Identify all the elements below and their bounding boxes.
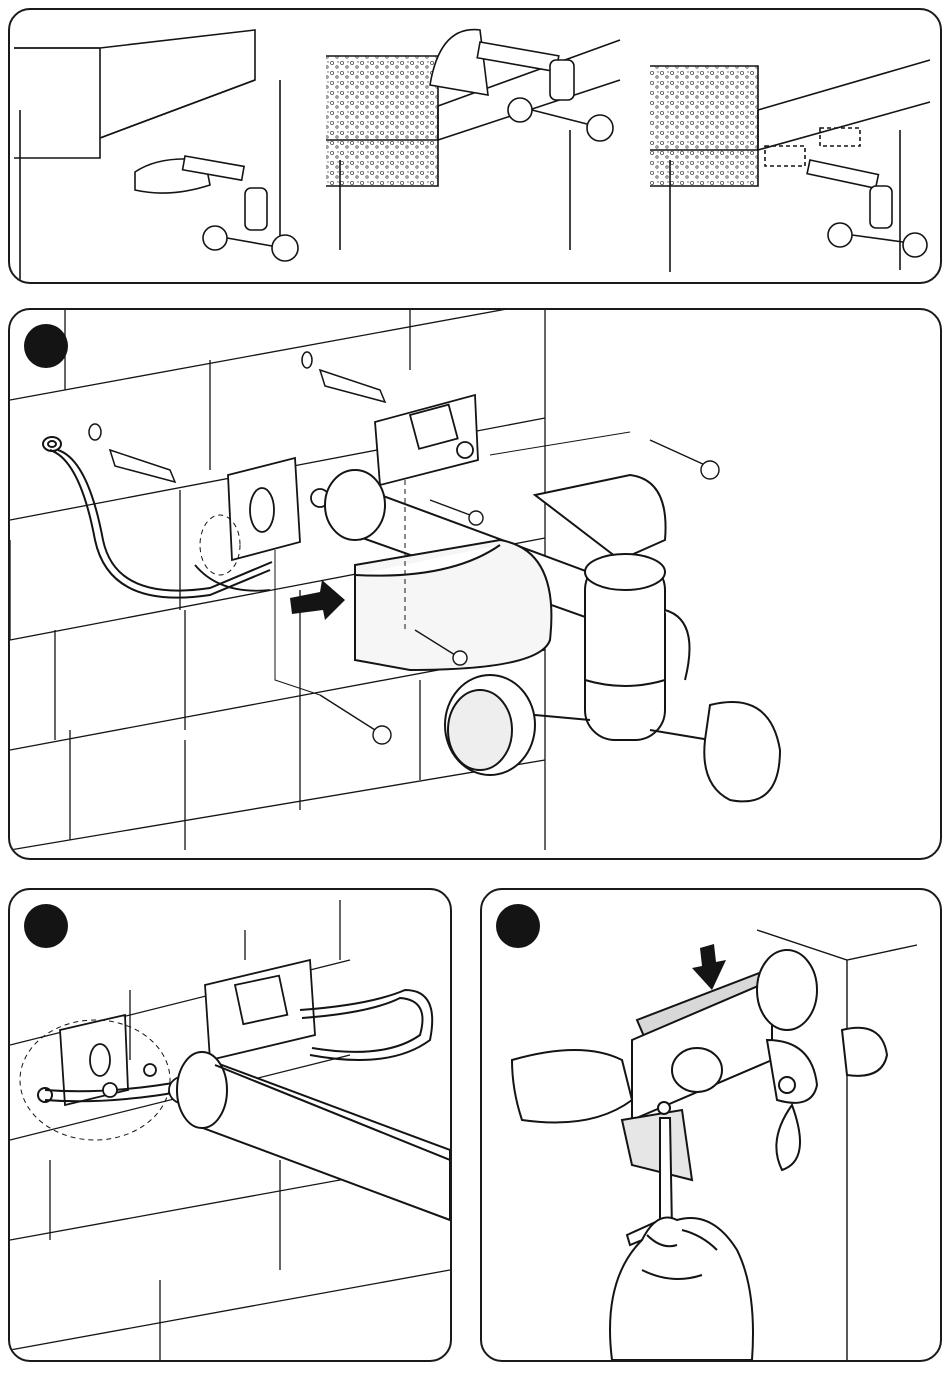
- variant-under-ledge: [14, 30, 298, 280]
- mounting-options-illustration: [10, 10, 942, 284]
- sensor-arm: [177, 1052, 450, 1220]
- panel-level-adjustment: [480, 888, 942, 1362]
- sensor-arm: [512, 950, 887, 1180]
- panel-mounting-options: [8, 8, 942, 284]
- wall-plug-icon: [89, 352, 385, 482]
- panel-cable-clamp-detail: [8, 888, 452, 1362]
- press-arrow-icon: [692, 944, 726, 990]
- wind-sensor-icon: [135, 156, 298, 261]
- wind-sensor-icon: [430, 30, 613, 141]
- wind-sensor-icon: [807, 160, 927, 257]
- level-adjustment-illustration: [482, 890, 942, 1362]
- cable-clamp-illustration: [10, 890, 452, 1362]
- sensor-arm: [325, 470, 780, 801]
- variant-recessed: [650, 60, 930, 272]
- panel-wall-mount-assembly: [8, 308, 942, 860]
- wall-mount-illustration: [10, 310, 942, 860]
- variant-on-ledge: [326, 30, 620, 250]
